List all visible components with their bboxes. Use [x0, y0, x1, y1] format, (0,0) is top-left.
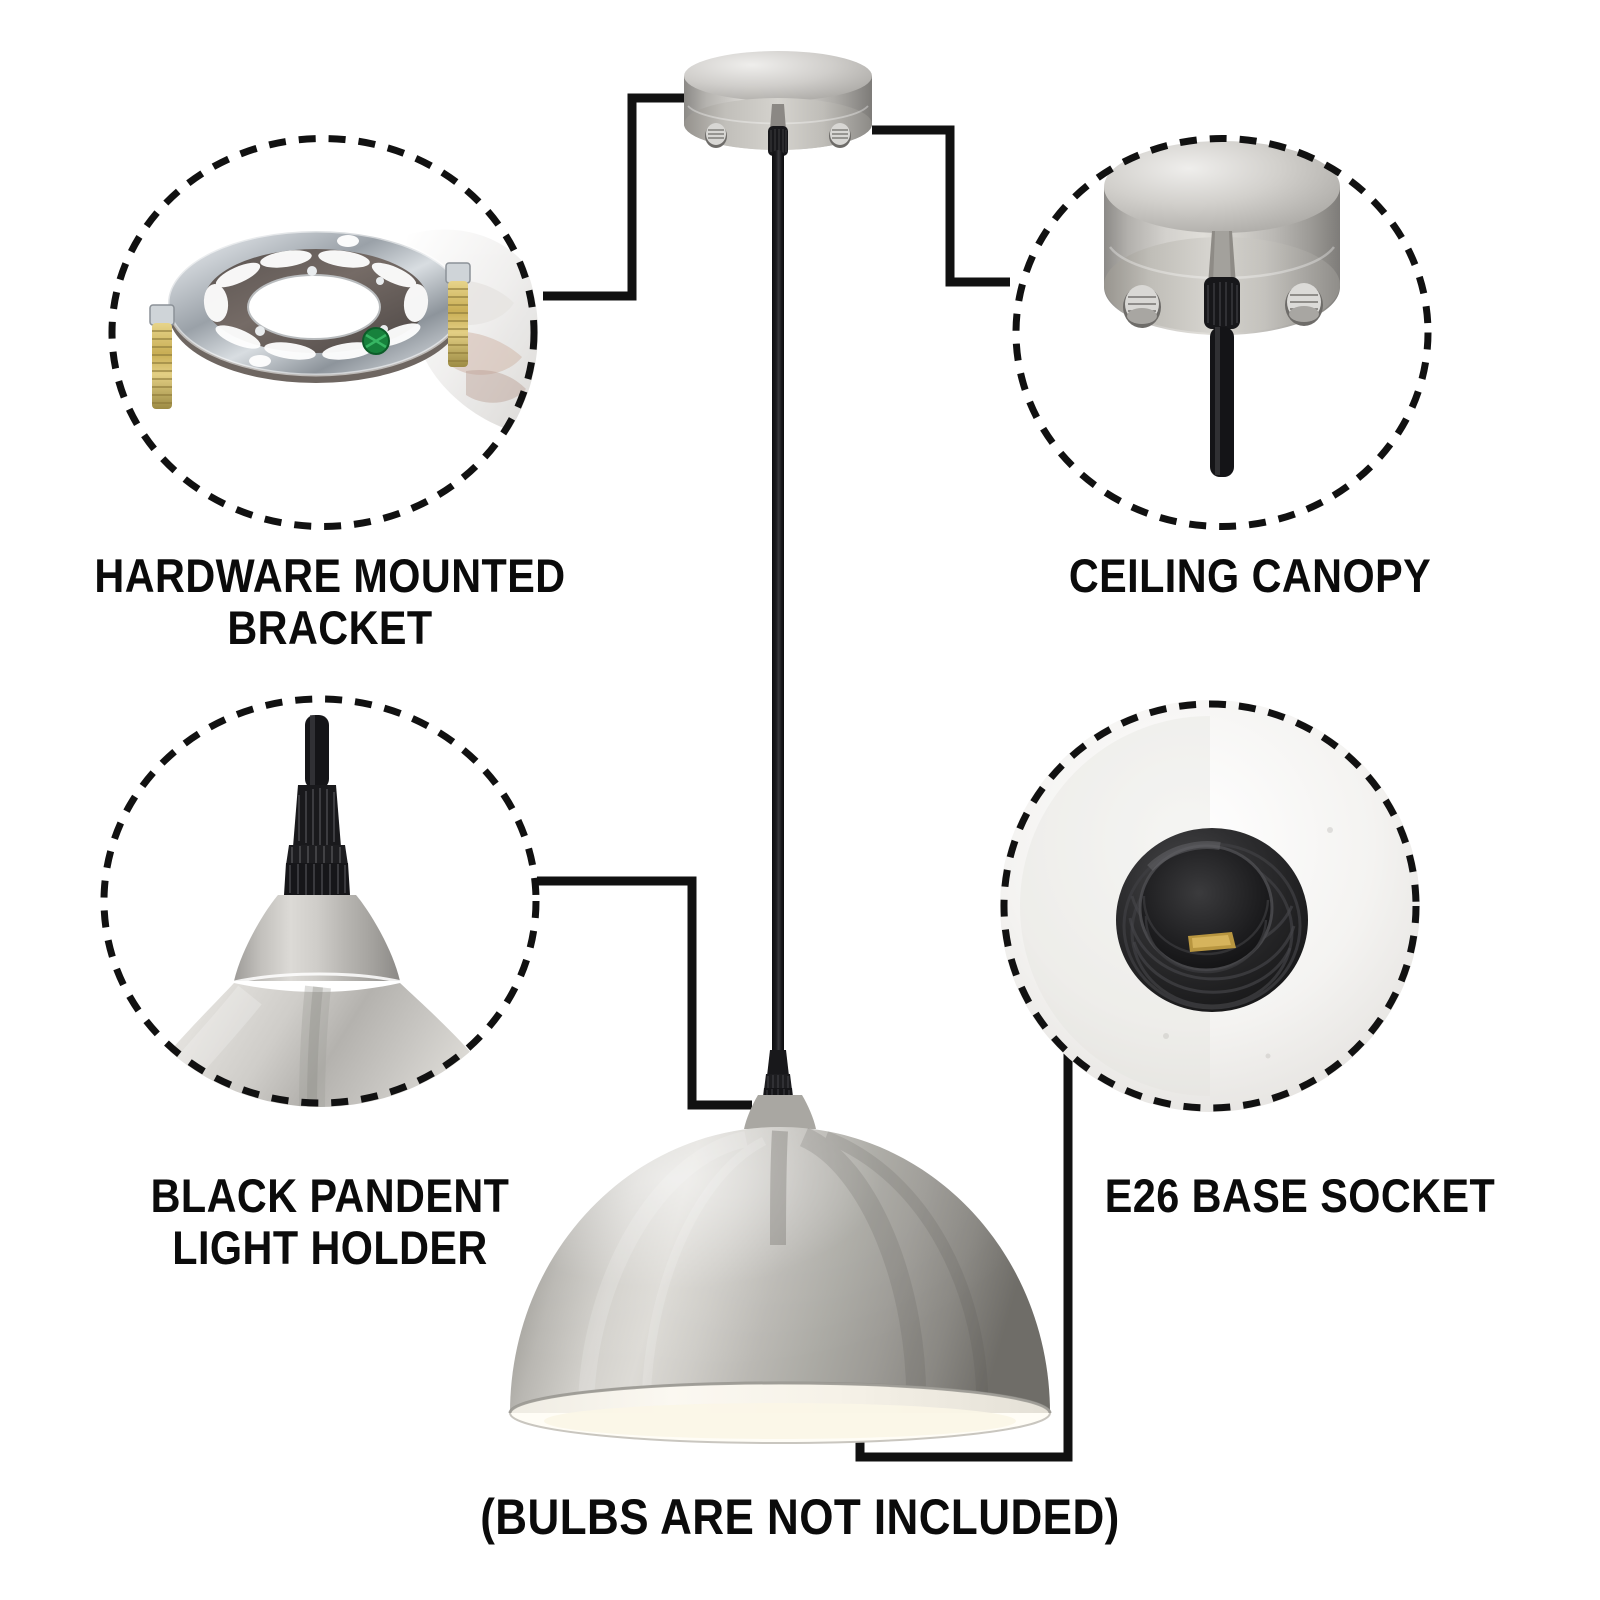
callout-hardware-mounted-bracket[interactable] [108, 135, 538, 530]
label-e26-base-socket: E26 BASE SOCKET [1104, 1169, 1496, 1222]
connector-holder [537, 876, 752, 1110]
bracket-photo [108, 135, 538, 530]
callout-ceiling-canopy[interactable] [1012, 135, 1432, 530]
label-black-pendent-light-holder: BLACK PANDENT LIGHT HOLDER [150, 1169, 510, 1274]
ceiling-canopy-photo [1012, 135, 1432, 530]
e26-socket-photo [1000, 700, 1420, 1112]
label-hardware-mounted-bracket: HARDWARE MOUNTED BRACKET [94, 549, 566, 654]
connector-socket [855, 1040, 1073, 1462]
product-hanging-cord [772, 150, 784, 1110]
footer-note: (BULBS ARE NOT INCLUDED) [480, 1489, 1120, 1545]
connector-bracket [543, 93, 684, 301]
connector-canopy [872, 125, 1010, 287]
pendent-holder-photo [100, 695, 540, 1107]
callout-e26-base-socket[interactable] [1000, 700, 1420, 1112]
mounting-screw-left [149, 304, 175, 409]
ground-screw [362, 327, 390, 355]
product-ceiling-canopy [672, 48, 884, 176]
label-ceiling-canopy: CEILING CANOPY [1068, 549, 1432, 602]
bracket-plate [166, 229, 466, 383]
callout-black-pendent-light-holder[interactable] [100, 695, 540, 1107]
product-dome-shade [496, 1095, 1064, 1445]
mounting-screw-right [445, 262, 471, 367]
